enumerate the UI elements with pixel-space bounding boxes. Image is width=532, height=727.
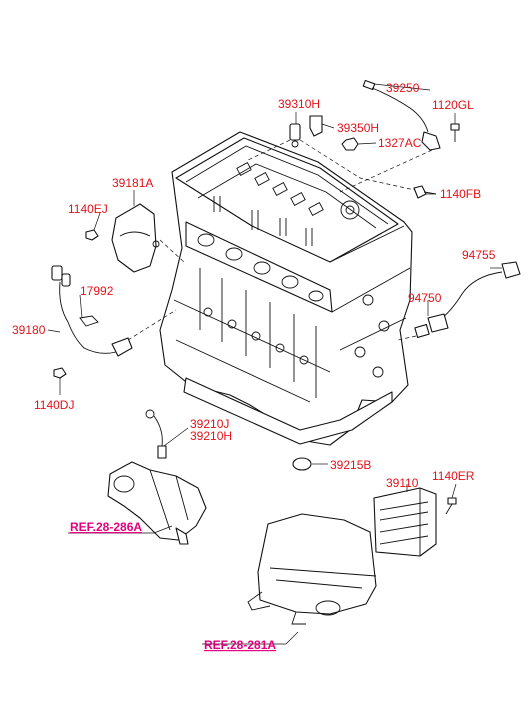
reference-labels: REF.28-286A REF.28-281A <box>70 520 276 652</box>
switch-94750-drawing <box>414 261 521 339</box>
shield-39181A-drawing <box>111 203 160 273</box>
label-39310H: 39310H <box>278 97 320 111</box>
label-39181A: 39181A <box>112 176 153 190</box>
label-39215B: 39215B <box>330 458 371 472</box>
label-39350H: 39350H <box>337 121 379 135</box>
exhaust-manifold-drawing <box>107 461 207 545</box>
sensor-39250-drawing <box>362 79 441 151</box>
bolt-1140DJ-drawing <box>53 367 67 379</box>
bolt-1140ER-drawing <box>445 497 457 515</box>
bracket-39350H-drawing <box>309 115 323 137</box>
label-39250: 39250 <box>386 81 420 95</box>
ecm-39110-drawing <box>373 487 437 557</box>
reference-28-286A[interactable]: REF.28-286A <box>70 520 142 534</box>
leader-lines <box>47 83 502 645</box>
bolt-1120GL-drawing <box>450 123 460 142</box>
engine-assembly-drawing <box>159 131 413 446</box>
label-39110: 39110 <box>386 476 419 490</box>
label-1140ER: 1140ER <box>432 469 475 483</box>
reference-28-281A[interactable]: REF.28-281A <box>204 638 276 652</box>
bolt-1140EJ-drawing <box>85 229 99 241</box>
label-17992: 17992 <box>80 284 114 298</box>
plug-39215B-drawing <box>292 457 312 471</box>
label-39210J: 39210J <box>190 417 229 431</box>
label-94755: 94755 <box>462 248 496 262</box>
label-1140EJ: 1140EJ <box>68 202 108 216</box>
label-39210H: 39210H <box>190 429 232 443</box>
locator-lines <box>127 139 433 341</box>
clip-17992-drawing <box>79 315 99 327</box>
bolt-1140FB-drawing <box>413 185 437 199</box>
label-1327AC: 1327AC <box>378 136 422 150</box>
part-labels: 39250 1120GL 39310H 39350H 1327AC 39181A… <box>12 81 496 490</box>
label-1140FB: 1140FB <box>440 187 481 201</box>
nut-1327AC-drawing <box>341 137 359 151</box>
label-1120GL: 1120GL <box>432 98 474 112</box>
label-1140DJ: 1140DJ <box>34 398 74 412</box>
cam-sensor-39310H-drawing <box>289 123 301 148</box>
label-39180: 39180 <box>12 323 46 337</box>
label-94750: 94750 <box>408 291 442 305</box>
sensor-39180-drawing <box>51 265 133 357</box>
lambda-sensor-39210-drawing <box>145 409 167 459</box>
ecm-tray-drawing <box>247 513 377 625</box>
